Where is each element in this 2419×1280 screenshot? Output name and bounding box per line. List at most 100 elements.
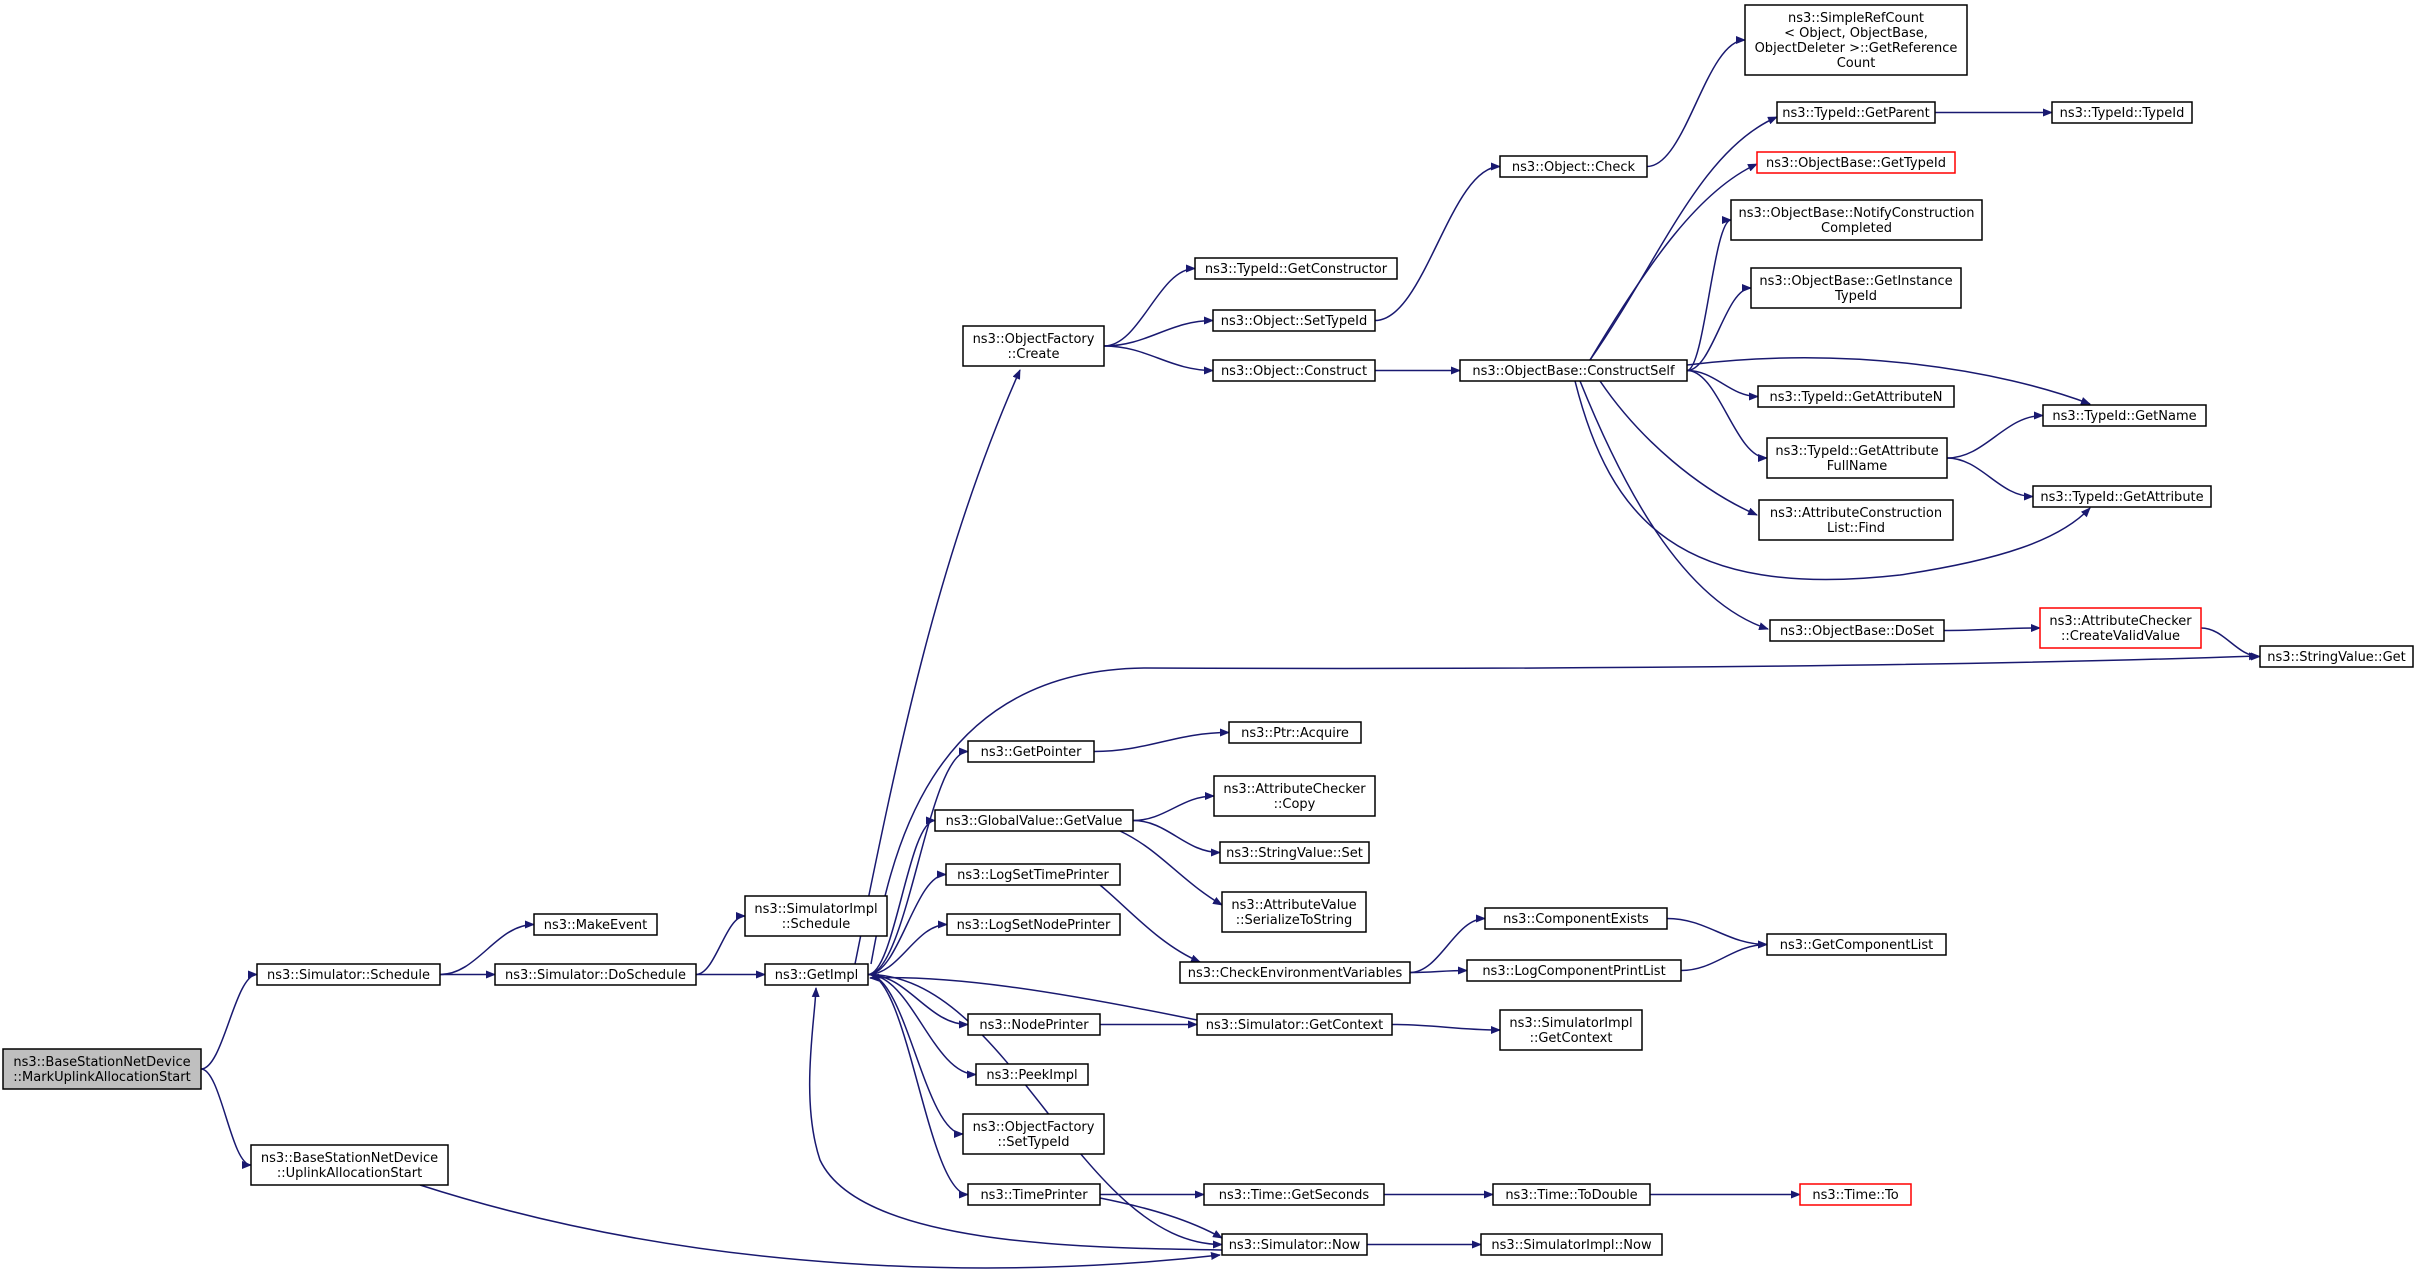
node-dosched[interactable]: ns3::Simulator::DoSchedule bbox=[494, 963, 697, 986]
node-box[interactable] bbox=[764, 963, 869, 986]
node-box[interactable] bbox=[1769, 619, 1945, 642]
node-nodeprinter[interactable]: ns3::NodePrinter bbox=[967, 1013, 1101, 1036]
node-box[interactable] bbox=[946, 913, 1121, 936]
node-box[interactable] bbox=[1212, 359, 1376, 382]
node-box[interactable] bbox=[2039, 607, 2202, 649]
node-obgettypeid[interactable]: ns3::ObjectBase::GetTypeId bbox=[1756, 151, 1956, 174]
node-getcomplist[interactable]: ns3::GetComponentList bbox=[1766, 933, 1947, 956]
node-box[interactable] bbox=[1179, 961, 1411, 984]
node-box[interactable] bbox=[1221, 891, 1367, 933]
node-box[interactable] bbox=[1492, 1183, 1651, 1206]
node-box[interactable] bbox=[1228, 721, 1362, 744]
node-box[interactable] bbox=[975, 1063, 1089, 1086]
node-box[interactable] bbox=[967, 1183, 1101, 1206]
node-compexists[interactable]: ns3::ComponentExists bbox=[1484, 907, 1668, 930]
node-box[interactable] bbox=[1480, 1233, 1663, 1256]
node-tidgetname[interactable]: ns3::TypeId::GetName bbox=[2042, 404, 2207, 427]
node-box[interactable] bbox=[2032, 485, 2212, 508]
node-svset[interactable]: ns3::StringValue::Set bbox=[1219, 841, 1370, 864]
node-uplink[interactable]: ns3::BaseStationNetDevice::UplinkAllocat… bbox=[250, 1144, 449, 1186]
node-tidgetattr[interactable]: ns3::TypeId::GetAttribute bbox=[2032, 485, 2212, 508]
node-tidgetattrn[interactable]: ns3::TypeId::GetAttributeN bbox=[1757, 385, 1955, 408]
node-box[interactable] bbox=[1799, 1183, 1912, 1206]
node-box[interactable] bbox=[1766, 933, 1947, 956]
node-box[interactable] bbox=[1203, 1183, 1385, 1206]
node-box[interactable] bbox=[934, 809, 1134, 832]
node-svget[interactable]: ns3::StringValue::Get bbox=[2259, 645, 2414, 668]
node-box[interactable] bbox=[1484, 907, 1668, 930]
node-timeprinter[interactable]: ns3::TimePrinter bbox=[967, 1183, 1101, 1206]
node-box[interactable] bbox=[744, 895, 888, 937]
node-sched[interactable]: ns3::Simulator::Schedule bbox=[256, 963, 441, 986]
node-logsetnode[interactable]: ns3::LogSetNodePrinter bbox=[946, 913, 1121, 936]
node-ptracquire[interactable]: ns3::Ptr::Acquire bbox=[1228, 721, 1362, 744]
node-logcompprint[interactable]: ns3::LogComponentPrintList bbox=[1466, 959, 1682, 982]
node-box[interactable] bbox=[250, 1144, 449, 1186]
node-box[interactable] bbox=[1221, 1233, 1368, 1256]
node-srcgetref[interactable]: ns3::SimpleRefCount< Object, ObjectBase,… bbox=[1744, 4, 1968, 76]
node-box[interactable] bbox=[1212, 309, 1376, 332]
node-getimpl[interactable]: ns3::GetImpl bbox=[764, 963, 869, 986]
node-ofcreate[interactable]: ns3::ObjectFactory::Create bbox=[962, 325, 1105, 367]
node-box[interactable] bbox=[1213, 775, 1376, 817]
node-obdoset[interactable]: ns3::ObjectBase::DoSet bbox=[1769, 619, 1945, 642]
node-timetodouble[interactable]: ns3::Time::ToDouble bbox=[1492, 1183, 1651, 1206]
node-box[interactable] bbox=[1219, 841, 1370, 864]
node-timeto[interactable]: ns3::Time::To bbox=[1799, 1183, 1912, 1206]
node-box[interactable] bbox=[1756, 151, 1956, 174]
node-box[interactable] bbox=[962, 325, 1105, 367]
node-tidtypeid[interactable]: ns3::TypeId::TypeId bbox=[2051, 101, 2193, 124]
node-box[interactable] bbox=[1730, 199, 1983, 241]
node-accreatevalid[interactable]: ns3::AttributeChecker::CreateValidValue bbox=[2039, 607, 2202, 649]
node-box[interactable] bbox=[1499, 1009, 1643, 1051]
node-box[interactable] bbox=[1459, 359, 1688, 382]
node-box[interactable] bbox=[1750, 267, 1962, 309]
node-peekimpl[interactable]: ns3::PeekImpl bbox=[975, 1063, 1089, 1086]
node-simimplsched[interactable]: ns3::SimulatorImpl::Schedule bbox=[744, 895, 888, 937]
node-getpointer[interactable]: ns3::GetPointer bbox=[967, 740, 1095, 763]
node-simimplgetctx[interactable]: ns3::SimulatorImpl::GetContext bbox=[1499, 1009, 1643, 1051]
node-mark[interactable]: ns3::BaseStationNetDevice::MarkUplinkAll… bbox=[2, 1048, 202, 1090]
node-simgetctx[interactable]: ns3::Simulator::GetContext bbox=[1196, 1013, 1393, 1036]
node-box[interactable] bbox=[1766, 437, 1948, 479]
node-objsettypeid[interactable]: ns3::Object::SetTypeId bbox=[1212, 309, 1376, 332]
node-box[interactable] bbox=[967, 1013, 1101, 1036]
node-box[interactable] bbox=[1466, 959, 1682, 982]
node-checkenv[interactable]: ns3::CheckEnvironmentVariables bbox=[1179, 961, 1411, 984]
node-simimplnow[interactable]: ns3::SimulatorImpl::Now bbox=[1480, 1233, 1663, 1256]
node-box[interactable] bbox=[256, 963, 441, 986]
node-box[interactable] bbox=[1776, 101, 1936, 124]
node-avserialize[interactable]: ns3::AttributeValue::SerializeToString bbox=[1221, 891, 1367, 933]
node-box[interactable] bbox=[533, 913, 658, 936]
node-box[interactable] bbox=[1499, 155, 1648, 178]
node-objconstruct[interactable]: ns3::Object::Construct bbox=[1212, 359, 1376, 382]
node-ofsettypeid[interactable]: ns3::ObjectFactory::SetTypeId bbox=[962, 1113, 1105, 1155]
node-box[interactable] bbox=[2042, 404, 2207, 427]
node-box[interactable] bbox=[494, 963, 697, 986]
node-timegetsec[interactable]: ns3::Time::GetSeconds bbox=[1203, 1183, 1385, 1206]
node-simnow[interactable]: ns3::Simulator::Now bbox=[1221, 1233, 1368, 1256]
node-box[interactable] bbox=[945, 863, 1121, 886]
node-box[interactable] bbox=[2259, 645, 2414, 668]
node-tidgetparent[interactable]: ns3::TypeId::GetParent bbox=[1776, 101, 1936, 124]
node-makeevent[interactable]: ns3::MakeEvent bbox=[533, 913, 658, 936]
node-box[interactable] bbox=[967, 740, 1095, 763]
node-box[interactable] bbox=[1194, 257, 1398, 280]
node-logsettime[interactable]: ns3::LogSetTimePrinter bbox=[945, 863, 1121, 886]
node-obnotify[interactable]: ns3::ObjectBase::NotifyConstructionCompl… bbox=[1730, 199, 1983, 241]
node-box[interactable] bbox=[1196, 1013, 1393, 1036]
node-accopy[interactable]: ns3::AttributeChecker::Copy bbox=[1213, 775, 1376, 817]
node-obconstructself[interactable]: ns3::ObjectBase::ConstructSelf bbox=[1459, 359, 1688, 382]
node-tidgetctor[interactable]: ns3::TypeId::GetConstructor bbox=[1194, 257, 1398, 280]
node-objcheck[interactable]: ns3::Object::Check bbox=[1499, 155, 1648, 178]
node-box[interactable] bbox=[2, 1048, 202, 1090]
node-box[interactable] bbox=[2051, 101, 2193, 124]
node-box[interactable] bbox=[1757, 385, 1955, 408]
node-box[interactable] bbox=[1758, 499, 1954, 541]
node-box[interactable] bbox=[1744, 4, 1968, 76]
node-box[interactable] bbox=[962, 1113, 1105, 1155]
node-gvgetvalue[interactable]: ns3::GlobalValue::GetValue bbox=[934, 809, 1134, 832]
